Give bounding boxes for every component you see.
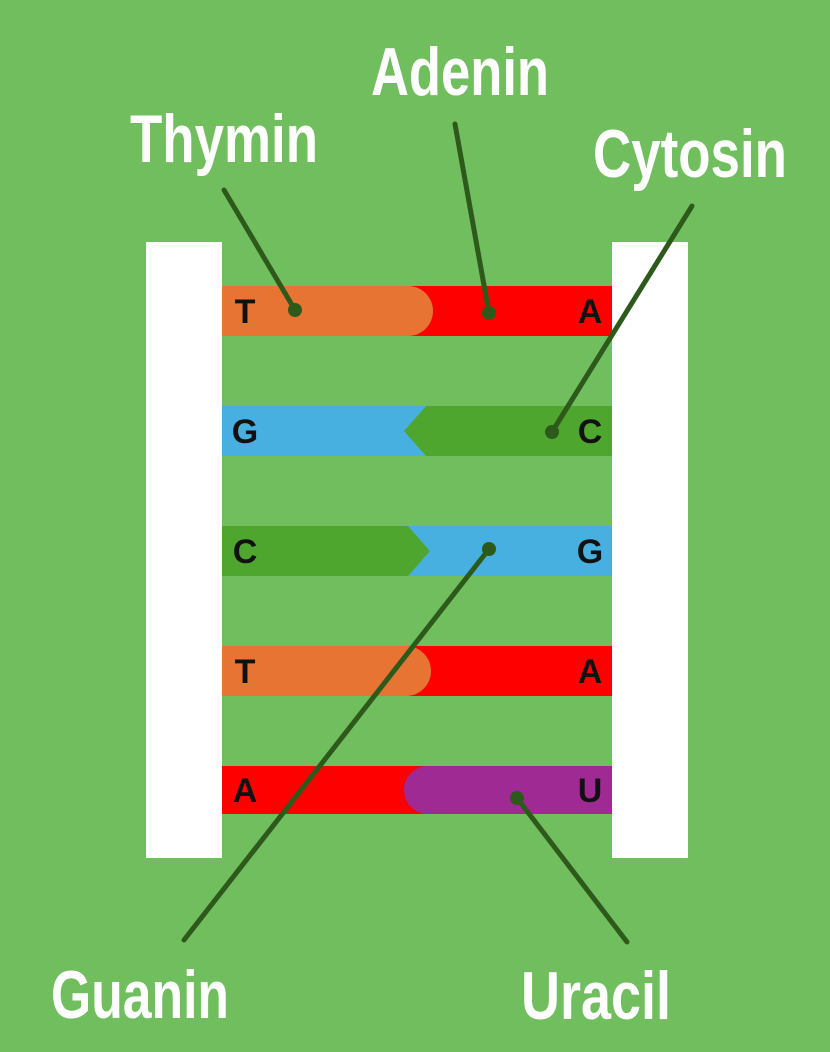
adenin-label: Adenin	[371, 34, 549, 110]
cytosin-leader-line	[549, 203, 695, 435]
guanin-label: Guanin	[51, 957, 229, 1033]
thymin-segment	[222, 286, 433, 336]
guanin-leader-dot	[482, 542, 496, 556]
base-pair-1	[222, 286, 612, 336]
thymin-label: Thymin	[130, 101, 318, 177]
thymin-segment	[222, 646, 431, 696]
cytosin-segment	[222, 526, 430, 576]
left-backbone	[146, 242, 222, 858]
cytosin-label: Cytosin	[593, 116, 787, 192]
thymin-leader-dot	[288, 303, 302, 317]
uracil-leader-line	[514, 795, 630, 945]
rung-2-left-letter: G	[232, 413, 258, 451]
rung-3-right-letter: G	[577, 533, 603, 571]
adenin-leader-line	[452, 121, 492, 316]
rung-3-left-letter: C	[233, 533, 258, 571]
rung-4-right-letter: A	[578, 653, 603, 691]
base-pair-5	[222, 766, 612, 814]
uracil-segment	[404, 766, 612, 814]
uracil-leader-dot	[510, 791, 524, 805]
thymin-leader-line	[221, 187, 298, 313]
rung-5-left-letter: A	[233, 772, 258, 810]
base-pair-4	[222, 646, 612, 696]
rung-1-left-letter: T	[235, 293, 256, 331]
base-pair-3	[222, 526, 612, 576]
rung-4-left-letter: T	[235, 653, 256, 691]
cytosin-leader-dot	[545, 425, 559, 439]
rung-2-right-letter: C	[578, 413, 603, 451]
adenin-leader-dot	[482, 306, 496, 320]
uracil-label: Uracil	[521, 958, 671, 1034]
rung-5-right-letter: U	[578, 772, 603, 810]
guanin-leader-line	[181, 546, 492, 943]
right-backbone	[612, 242, 688, 858]
rung-1-right-letter: A	[578, 293, 603, 331]
